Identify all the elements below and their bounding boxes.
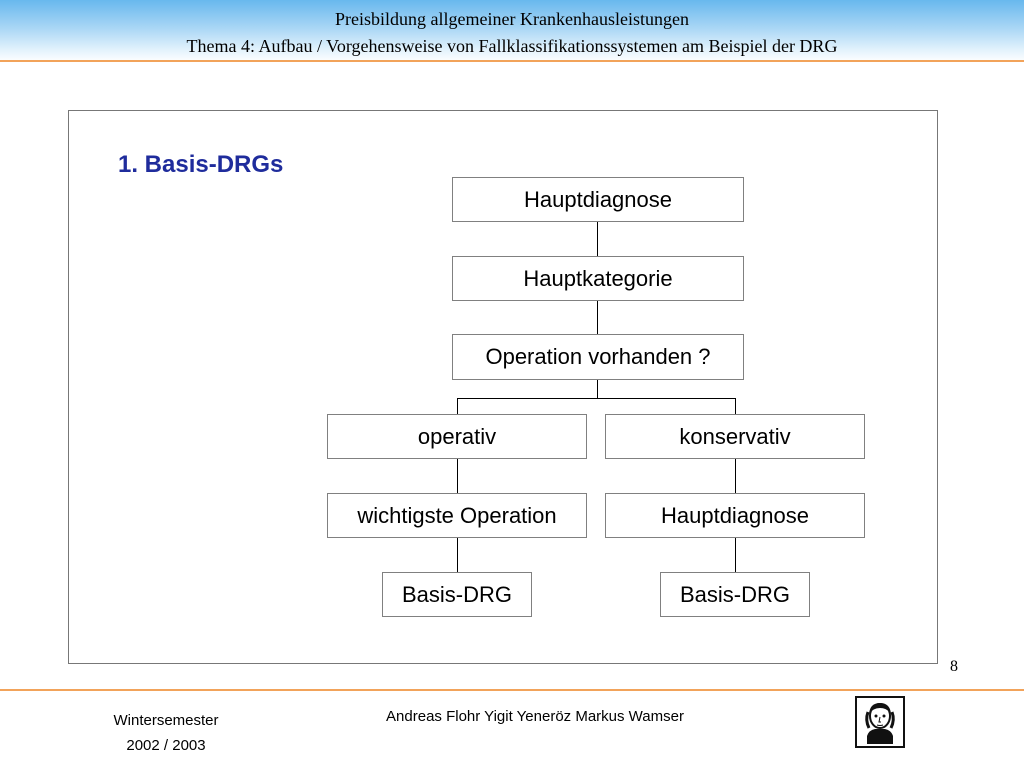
- node-wichtigste-operation: wichtigste Operation: [327, 493, 587, 538]
- connector-split-right: [735, 398, 736, 415]
- section-title: 1. Basis-DRGs: [118, 151, 284, 178]
- connector-root-category: [597, 221, 598, 257]
- footer-divider: [0, 689, 1024, 691]
- connector-right-branch-step: [735, 458, 736, 494]
- footer-semester: Wintersemester 2002 / 2003: [96, 708, 236, 758]
- node-hauptkategorie: Hauptkategorie: [452, 256, 744, 301]
- node-basis-drg-left: Basis-DRG: [382, 572, 532, 617]
- connector-left-branch-step: [457, 458, 458, 494]
- connector-right-step-result: [735, 537, 736, 573]
- node-hauptdiagnose-root: Hauptdiagnose: [452, 177, 744, 222]
- connector-decision-split: [597, 379, 598, 398]
- connector-left-step-result: [457, 537, 458, 573]
- node-operation-decision: Operation vorhanden ?: [452, 334, 744, 380]
- header-subtitle: Thema 4: Aufbau / Vorgehensweise von Fal…: [186, 36, 838, 56]
- portrait-icon: [865, 703, 895, 744]
- footer-semester-line1: Wintersemester: [113, 712, 219, 729]
- header-title: Preisbildung allgemeiner Krankenhausleis…: [335, 9, 689, 29]
- node-operativ: operativ: [327, 414, 587, 459]
- footer-semester-line2: 2002 / 2003: [126, 737, 206, 754]
- connector-split-bar: [457, 398, 736, 399]
- node-konservativ: konservativ: [605, 414, 865, 459]
- node-hauptdiagnose-right: Hauptdiagnose: [605, 493, 865, 538]
- connector-split-left: [457, 398, 458, 415]
- node-basis-drg-right: Basis-DRG: [660, 572, 810, 617]
- page-number: 8: [950, 658, 958, 675]
- connector-category-decision: [597, 300, 598, 335]
- slide-header: Preisbildung allgemeiner Krankenhausleis…: [0, 0, 1024, 62]
- university-logo-icon: [855, 696, 905, 748]
- header-divider: [0, 60, 1024, 62]
- footer-authors: Andreas Flohr Yigit Yeneröz Markus Wamse…: [386, 708, 684, 725]
- content-frame: [68, 110, 938, 664]
